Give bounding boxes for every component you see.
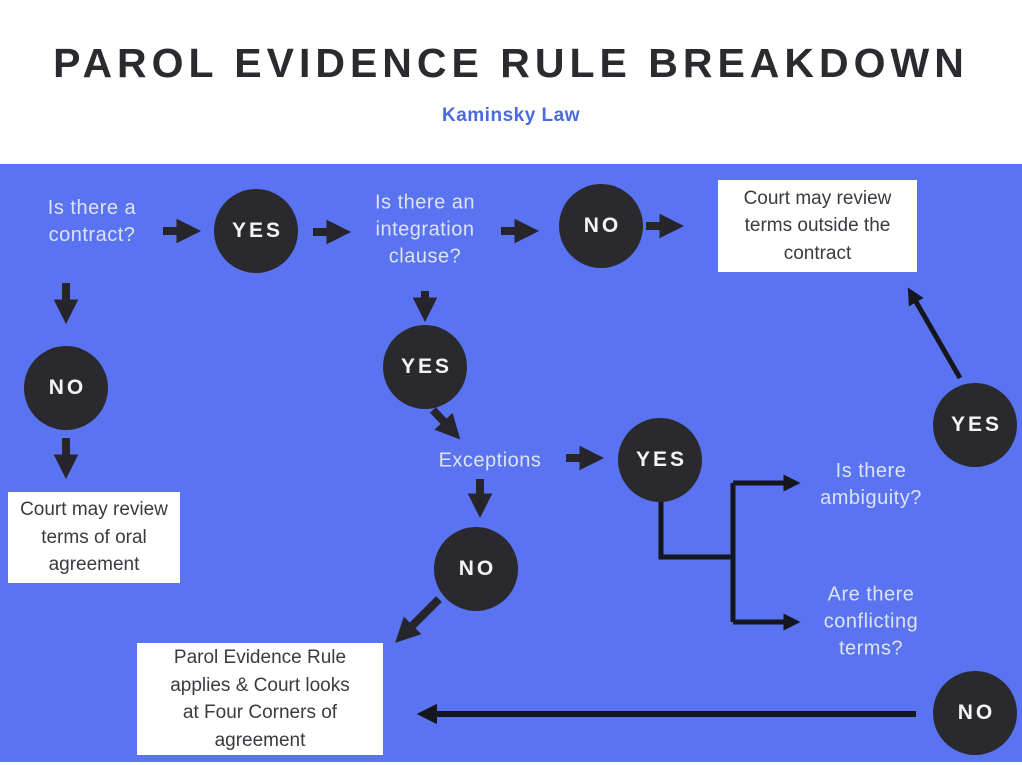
question-conflicting: Are there conflicting terms? (823, 583, 919, 660)
decision-yes-contract: YES (214, 189, 298, 273)
outcome-oral-terms: Court may review terms of oral agreement (8, 492, 180, 583)
decision-yes-review: YES (933, 383, 1017, 467)
header: PAROL EVIDENCE RULE BREAKDOWN Kaminsky L… (0, 0, 1022, 164)
arrow-yes-to-exceptions (430, 407, 461, 440)
question-exceptions: Exceptions (438, 449, 542, 472)
connector-layer (53, 213, 963, 725)
question-integration: Is there an integration clause? (374, 191, 476, 268)
decision-no-contract: NO (24, 346, 108, 430)
question-ambiguity: Is there ambiguity? (820, 460, 922, 509)
arrow-yes-review-to-outside-terms (907, 287, 963, 380)
outcome-four-corners: Parol Evidence Rule applies & Court look… (137, 643, 383, 755)
decision-yes-integration: YES (383, 325, 467, 409)
page-title: PAROL EVIDENCE RULE BREAKDOWN (53, 40, 969, 86)
outcome-outside-terms: Court may review terms outside the contr… (718, 180, 917, 272)
arrow-no-to-four-corners (395, 596, 442, 643)
question-contract: Is there a contract? (47, 197, 137, 246)
flowchart-canvas: Is there a contract? Is there an integra… (0, 164, 1022, 762)
brand-name: Kaminsky Law (442, 105, 580, 126)
branch-connector (658, 501, 733, 560)
decision-yes-exceptions: YES (618, 418, 702, 502)
decision-no-integration: NO (559, 184, 643, 268)
decision-no-exceptions: NO (434, 527, 518, 611)
decision-no-review: NO (933, 671, 1017, 755)
